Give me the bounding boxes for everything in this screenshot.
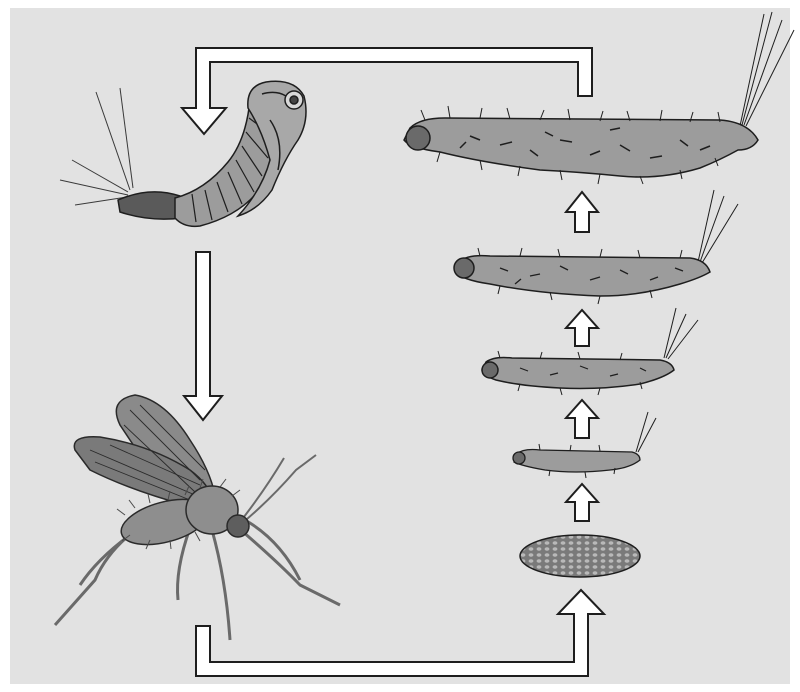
diagram-background: [10, 8, 790, 684]
egg-icon: [520, 535, 640, 577]
